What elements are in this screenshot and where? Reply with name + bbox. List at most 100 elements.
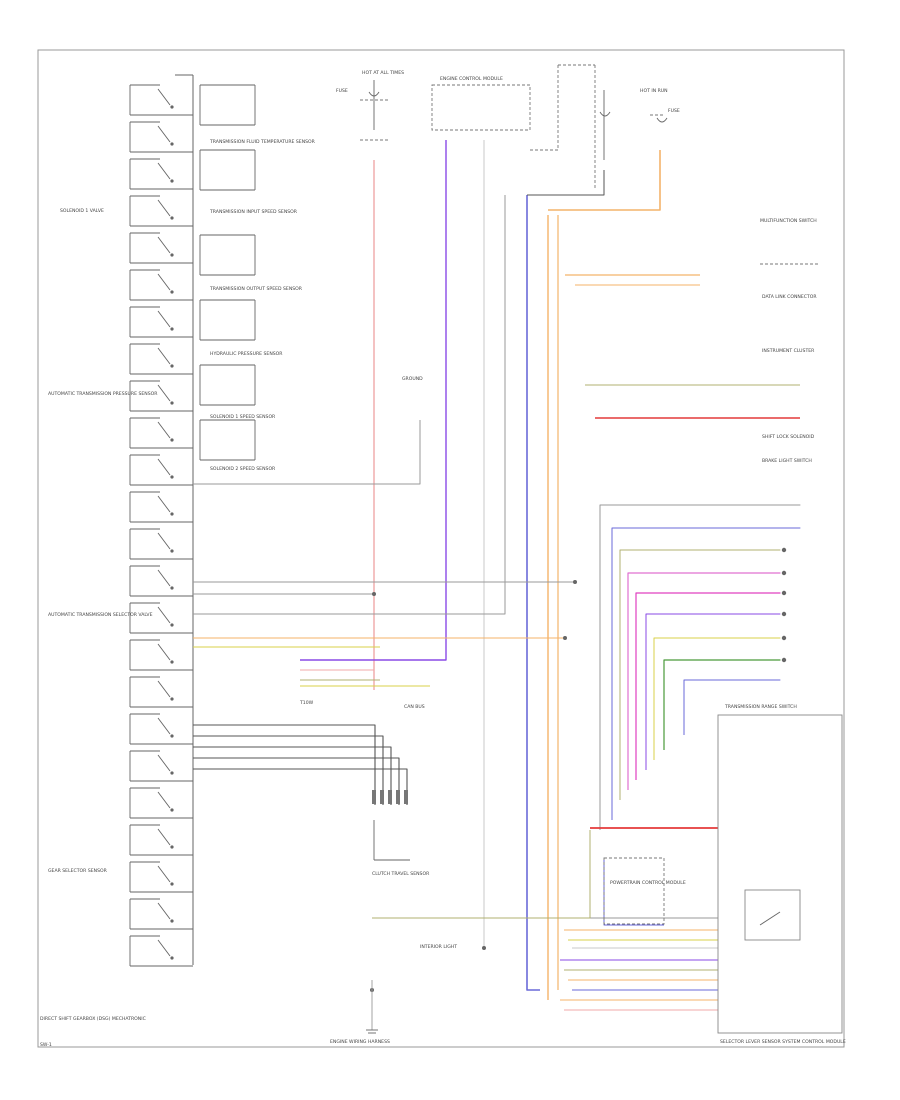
switch-blade: [157, 680, 171, 698]
wire-r-528: [611, 527, 801, 820]
splice-2: [573, 580, 577, 584]
left-bottom-label: DIRECT SHIFT GEARBOX (DSG) MECHATRONIC: [40, 1016, 146, 1022]
switch-blade: [157, 199, 171, 217]
mid-sensor-4-label: HYDRAULIC PRESSURE SENSOR: [210, 351, 283, 357]
switch-blade: [157, 236, 171, 254]
terminal-3: [781, 590, 787, 596]
wire-can-3: [193, 746, 392, 805]
switch-blade: [157, 532, 171, 550]
splice-1: [372, 592, 376, 596]
switch-block-2: [129, 121, 193, 153]
ecm-block: [431, 64, 596, 190]
mid-sensor-blocks: [199, 84, 256, 461]
top-fuse-left-label: HOT AT ALL TIMES: [362, 70, 404, 76]
switch-blade: [157, 606, 171, 624]
switch-contact: [170, 179, 174, 183]
switch-contact: [170, 475, 174, 479]
switch-contact: [170, 919, 174, 923]
mid-sensor-3: [199, 234, 256, 276]
cc-module-box: [603, 857, 665, 925]
mid-sensor-4: [199, 299, 256, 341]
switch-contact: [170, 253, 174, 257]
right-7-label: SELECTOR LEVER SENSOR SYSTEM CONTROL MOD…: [720, 1039, 846, 1045]
clutch-sensor-bracket: [373, 820, 410, 861]
page-code: SW-1: [40, 1042, 52, 1048]
switch-blade: [157, 754, 171, 772]
wire-r-573: [627, 572, 781, 790]
center-ground-label: GROUND: [402, 376, 423, 382]
left-switch-blocks: [129, 84, 193, 967]
switch-block-4: [129, 195, 193, 227]
mid-sensor-6: [199, 419, 256, 461]
wire-r-593: [635, 592, 781, 780]
right-4-label: SHIFT LOCK SOLENOID: [762, 434, 815, 440]
switch-blade: [157, 865, 171, 883]
splice-3: [563, 636, 567, 640]
diagram-frame: [37, 49, 845, 1048]
can-terminal-5: [404, 790, 408, 804]
mid-sensor-2: [199, 149, 256, 191]
switch-contact: [170, 623, 174, 627]
wire-violet-vertical: [300, 140, 447, 661]
splice-5: [482, 946, 486, 950]
switch-block-10: [129, 417, 193, 449]
switch-blade: [157, 828, 171, 846]
switch-blade: [157, 569, 171, 587]
switch-block-7: [129, 306, 193, 338]
mid-sensor-5: [199, 364, 256, 406]
top-fuse-left-sub: FUSE: [336, 88, 348, 94]
switch-block-5: [129, 232, 193, 264]
switch-contact: [170, 549, 174, 553]
switch-contact: [170, 105, 174, 109]
switch-block-8: [129, 343, 193, 375]
switch-block-14: [129, 565, 193, 597]
switch-block-20: [129, 787, 193, 819]
switch-block-1: [129, 84, 193, 116]
switch-blade: [157, 902, 171, 920]
switch-blade: [157, 643, 171, 661]
switch-block-22: [129, 861, 193, 893]
switch-blade: [157, 717, 171, 735]
wire-r-680: [683, 679, 781, 735]
switch-contact: [170, 364, 174, 368]
switch-contact: [170, 697, 174, 701]
center-sensor-label: CLUTCH TRAVEL SENSOR: [372, 871, 430, 877]
switch-block-6: [129, 269, 193, 301]
bottom-ground-symbol: [366, 980, 378, 1034]
switch-block-23: [129, 898, 193, 930]
left-sensor-4-label: GEAR SELECTOR SENSOR: [48, 868, 108, 874]
left-sensor-3-label: AUTOMATIC TRANSMISSION SELECTOR VALVE: [48, 612, 153, 618]
switch-block-9: [129, 380, 193, 412]
switch-block-15: [129, 602, 193, 634]
switch-block-17: [129, 676, 193, 708]
switch-blade: [157, 421, 171, 439]
bottom-center-label: ENGINE WIRING HARNESS: [330, 1039, 390, 1045]
switch-blade: [157, 791, 171, 809]
wire-r-614: [645, 613, 781, 770]
right-2-label: DATA LINK CONNECTOR: [762, 294, 817, 300]
switch-contact: [170, 290, 174, 294]
right-6-label: TRANSMISSION RANGE SWITCH: [724, 704, 797, 710]
mid-sensor-1: [199, 84, 256, 126]
wire-can-2: [193, 735, 384, 805]
switch-block-19: [129, 750, 193, 782]
top-right-fuse: [599, 90, 668, 160]
right-5-label: BRAKE LIGHT SWITCH: [762, 458, 812, 464]
ecm-label: ENGINE CONTROL MODULE: [440, 76, 503, 82]
terminal-1: [781, 547, 787, 553]
switch-contact: [170, 401, 174, 405]
cc-module-label: POWERTRAIN CONTROL MODULE: [610, 880, 686, 886]
switch-contact: [170, 882, 174, 886]
mid-sensor-2-label: TRANSMISSION INPUT SPEED SENSOR: [209, 209, 298, 215]
wire-harness: [193, 140, 801, 1011]
left-sensor-2-label: AUTOMATIC TRANSMISSION PRESSURE SENSOR: [48, 391, 158, 397]
range-switch-box: [717, 714, 843, 1034]
wire-blue-vertical: [526, 195, 540, 991]
terminal-4: [781, 611, 787, 617]
wire-can-4: [193, 757, 400, 805]
switch-blade: [157, 458, 171, 476]
switch-block-21: [129, 824, 193, 856]
mid-sensor-3-label: TRANSMISSION OUTPUT SPEED SENSOR: [209, 286, 303, 292]
switch-contact: [170, 512, 174, 516]
